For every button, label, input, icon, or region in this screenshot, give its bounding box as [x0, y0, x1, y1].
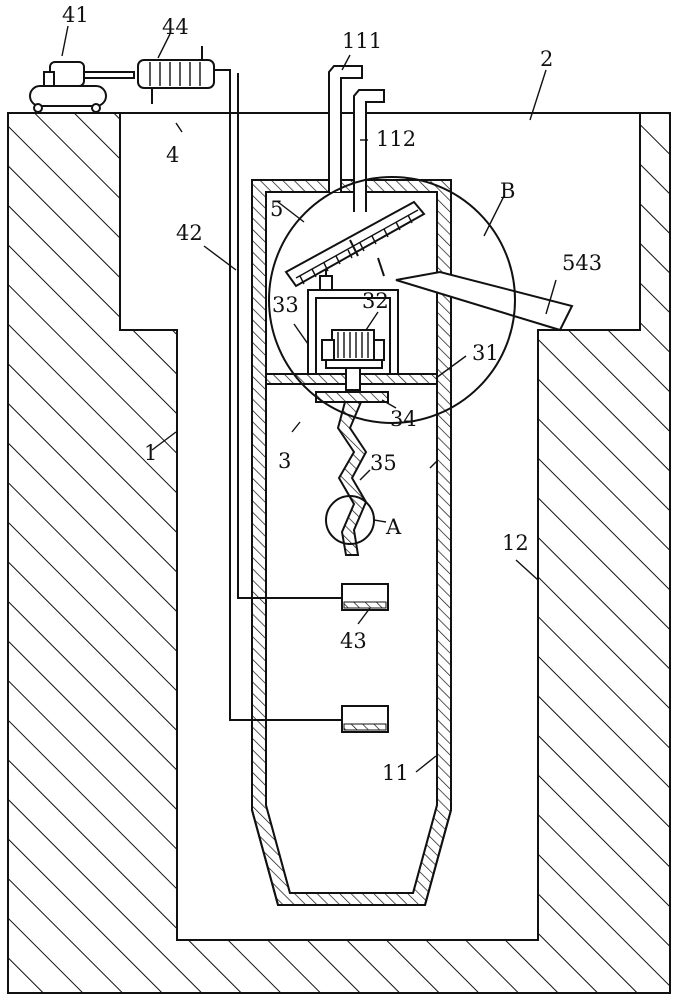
mixing-plate-34 [315, 391, 389, 403]
recess-outline [119, 113, 641, 331]
label-111: 111 [342, 29, 382, 53]
auger-35 [336, 401, 368, 556]
motor-32-base [325, 359, 383, 369]
label-42: 42 [176, 221, 203, 245]
label-543: 543 [562, 251, 602, 275]
label-11: 11 [382, 761, 409, 785]
aerator-43-lower [341, 705, 389, 733]
label-2: 2 [540, 47, 553, 71]
pit-wall [176, 330, 539, 941]
label-43: 43 [340, 629, 367, 653]
label-33: 33 [272, 293, 299, 317]
label-12: 12 [502, 531, 529, 555]
label-35: 35 [370, 451, 397, 475]
motor-32-cap [321, 339, 335, 361]
aerator-43-upper [341, 583, 389, 611]
label-34: 34 [390, 407, 417, 431]
air-pipe-42 [229, 73, 344, 721]
label-112: 112 [376, 127, 416, 151]
label-44: 44 [162, 15, 189, 39]
label-3: 3 [278, 449, 291, 473]
drive-shaft [345, 367, 361, 391]
label-31: 31 [472, 341, 499, 365]
motor-fins [337, 332, 369, 358]
label-5: 5 [270, 197, 283, 221]
label-b: B [500, 179, 515, 203]
air-pipe-42-inner [237, 73, 344, 599]
leader-lines [61, 25, 557, 773]
pipe-111 [328, 65, 363, 192]
air-compressor-41 [29, 61, 135, 113]
motor-frame-33 [307, 289, 399, 374]
label-4: 4 [166, 143, 179, 167]
discharge-chute-543 [395, 270, 574, 332]
sieve-assembly [284, 200, 426, 291]
label-32: 32 [362, 289, 389, 313]
motor-32-end [373, 339, 385, 361]
label-1: 1 [144, 441, 157, 465]
detail-circle-b [268, 176, 516, 424]
label-41: 41 [62, 3, 89, 27]
filter-44 [137, 46, 231, 104]
label-a: A [385, 515, 402, 539]
